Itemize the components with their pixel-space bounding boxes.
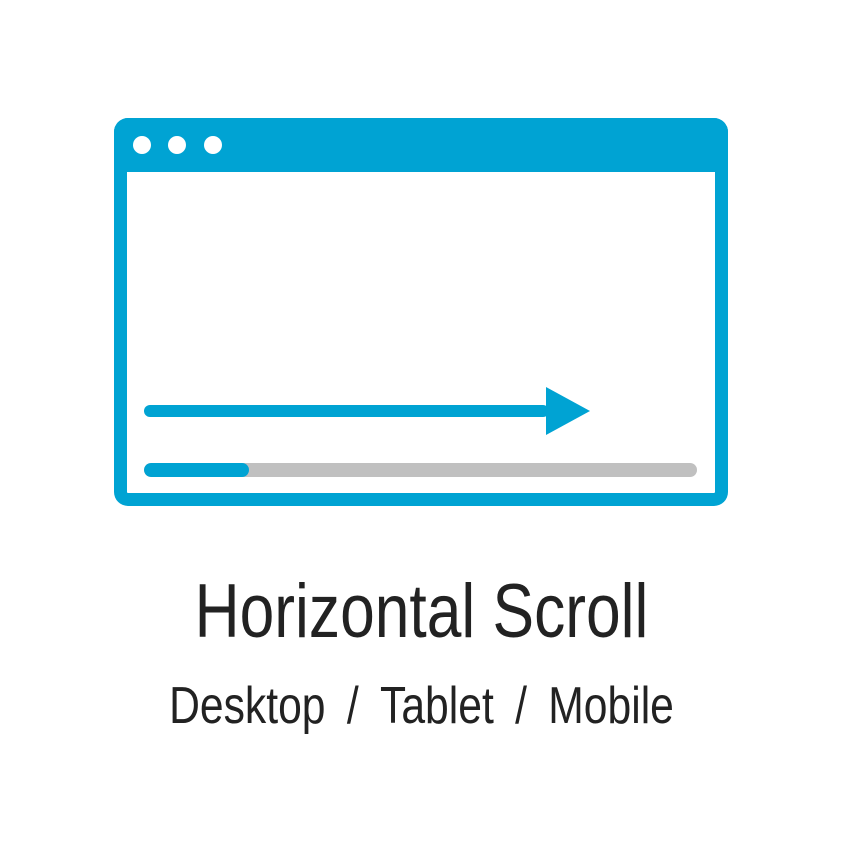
page-title: Horizontal Scroll	[194, 569, 649, 654]
window-dot-icon	[204, 136, 222, 154]
platform-mobile: Mobile	[548, 677, 674, 735]
platform-list: Desktop / Tablet / Mobile	[76, 680, 767, 732]
window-titlebar	[114, 118, 728, 172]
platform-separator: /	[346, 677, 359, 735]
platform-tablet: Tablet	[380, 677, 494, 735]
horizontal-scrollbar-thumb	[144, 463, 250, 477]
arrow-right-icon	[546, 387, 590, 435]
platform-desktop: Desktop	[169, 677, 326, 735]
window-dot-icon	[133, 136, 151, 154]
browser-window-icon	[114, 118, 728, 506]
window-dot-icon	[168, 136, 186, 154]
platform-separator: /	[515, 677, 527, 735]
horizontal-scrollbar-track	[144, 463, 697, 477]
arrow-right-icon-shaft	[144, 405, 549, 417]
